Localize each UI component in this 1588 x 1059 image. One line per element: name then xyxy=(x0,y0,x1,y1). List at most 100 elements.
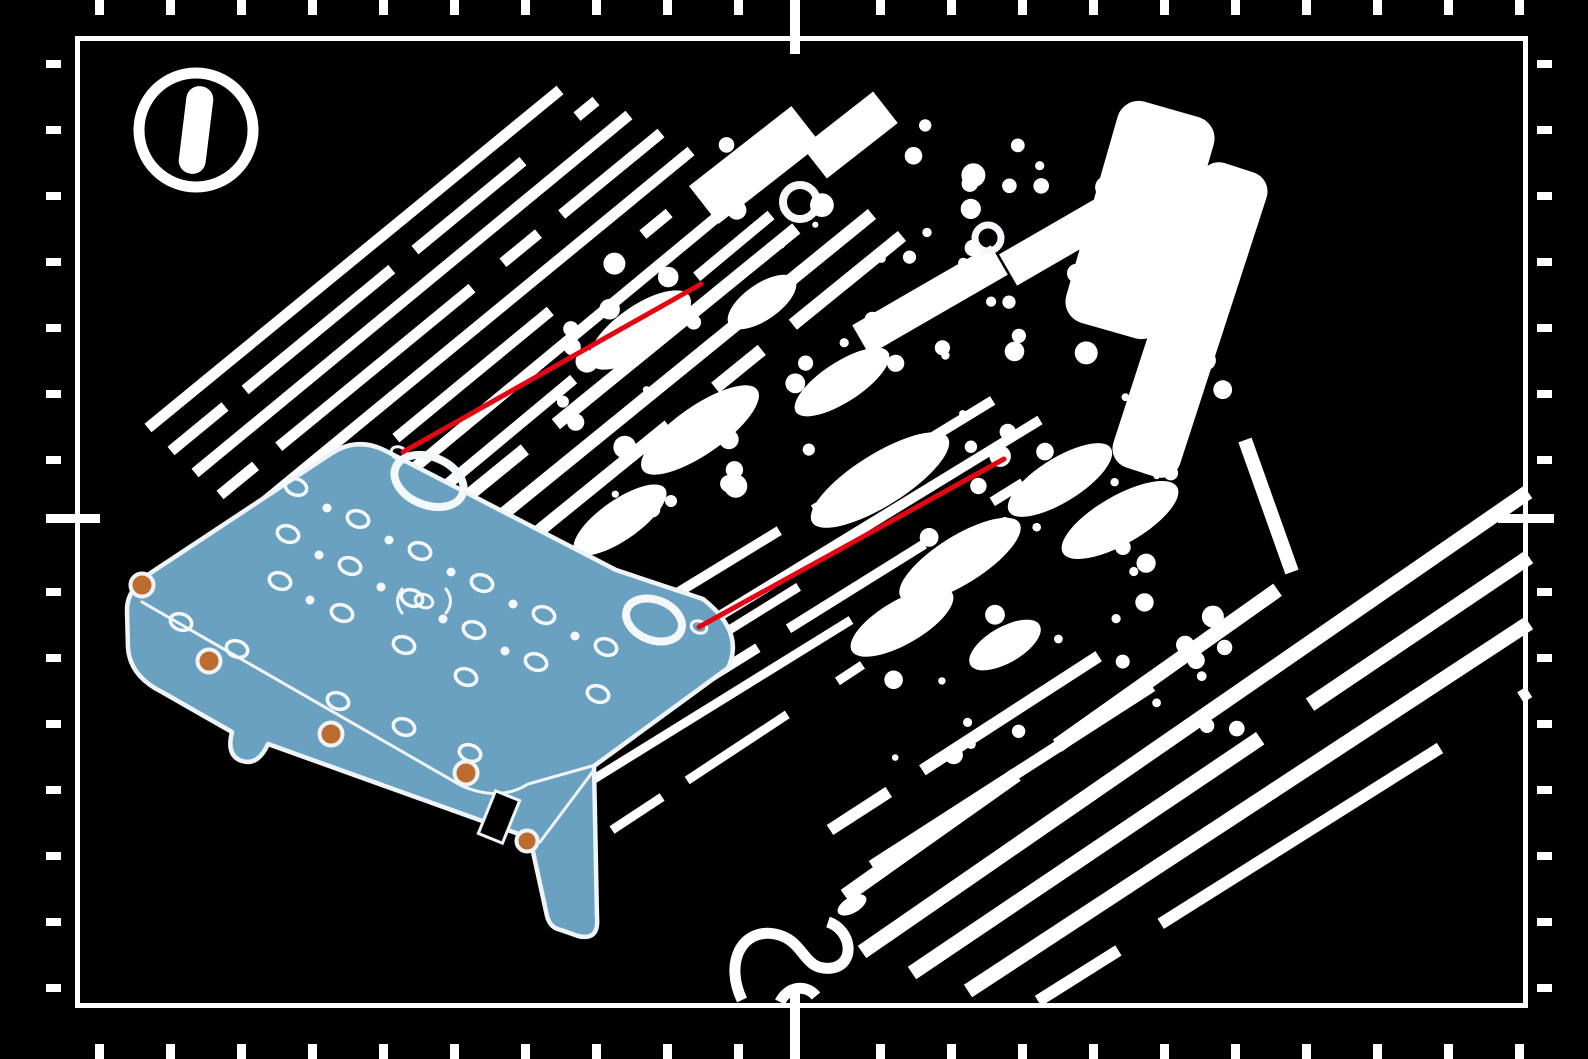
speckle-dot xyxy=(963,272,972,281)
tick-mark xyxy=(1537,324,1552,332)
speckle-dot xyxy=(1122,296,1149,323)
leader-line-2 xyxy=(696,456,1007,630)
tick-mark xyxy=(237,0,246,15)
leader-anchor-hole-1 xyxy=(389,445,409,461)
speckle-dot xyxy=(1002,295,1016,309)
fastener-icon xyxy=(195,647,223,675)
speckle-dot xyxy=(1231,242,1248,259)
speckle-dot xyxy=(887,354,905,372)
speckle-dot xyxy=(1142,223,1166,246)
speckle-dot xyxy=(964,239,982,257)
tick-mark xyxy=(1231,1044,1240,1059)
speckle-dot xyxy=(812,221,819,228)
speckle-dot xyxy=(785,373,806,394)
speckle-dot xyxy=(1035,161,1045,171)
tick-mark xyxy=(379,1044,388,1059)
speckle-dot xyxy=(720,475,738,493)
speckle-dot xyxy=(1199,718,1215,733)
speckle-dot xyxy=(970,477,987,495)
tick-mark xyxy=(790,986,800,1059)
hole-ring xyxy=(325,690,351,712)
tick-mark xyxy=(46,324,61,332)
tick-mark xyxy=(592,0,601,15)
tick-mark xyxy=(790,0,800,54)
tick-mark xyxy=(46,720,61,728)
speckle-dot xyxy=(902,250,917,264)
speckle-dot xyxy=(963,717,973,728)
hole-ring xyxy=(593,636,619,658)
speckle-dot xyxy=(1061,465,1074,477)
tick-mark xyxy=(1537,588,1552,596)
speckle-dot xyxy=(1095,176,1118,199)
tick-mark xyxy=(1537,390,1552,398)
speckle-dot xyxy=(960,198,981,219)
tick-mark xyxy=(1537,60,1552,68)
tick-mark xyxy=(734,0,743,15)
tick-mark xyxy=(947,0,956,15)
speckle-dot xyxy=(1213,380,1233,400)
hole-dot xyxy=(438,614,448,624)
hole-ring xyxy=(267,570,293,592)
speckle-dot xyxy=(1054,634,1063,644)
speckle-dot xyxy=(599,298,620,320)
bracket-hole-grid xyxy=(168,476,619,764)
tick-mark xyxy=(947,1044,956,1059)
tick-mark xyxy=(1089,0,1098,15)
bracket-center-mark xyxy=(396,587,452,615)
hole-ring xyxy=(523,651,549,673)
tick-mark xyxy=(46,258,61,266)
speckle-dot xyxy=(810,193,834,218)
hole-ring xyxy=(168,611,194,633)
speckle-dot xyxy=(751,294,762,305)
hole-ring xyxy=(345,508,371,530)
tick-mark xyxy=(521,0,530,15)
machine-hook-shape xyxy=(729,916,854,1005)
speckle-dot xyxy=(1136,553,1156,573)
speckle-dot xyxy=(1129,566,1139,577)
bracket-large-hole-2 xyxy=(622,594,686,646)
speckle-dot xyxy=(884,670,903,690)
speckle-dot xyxy=(1176,635,1195,654)
bracket-flange-edge xyxy=(538,768,596,844)
tick-mark xyxy=(46,654,61,662)
speckle-dot xyxy=(923,281,938,297)
speckle-dot xyxy=(941,351,950,360)
tick-mark xyxy=(1302,0,1311,15)
speckle-dot xyxy=(891,754,899,761)
speckle-dot xyxy=(643,501,661,518)
speckle-dot xyxy=(958,257,969,269)
speckle-dot xyxy=(556,395,569,408)
hole-dot xyxy=(508,599,518,609)
speckle-dot xyxy=(1032,522,1041,532)
tick-mark xyxy=(1089,1044,1098,1059)
speckle-dot xyxy=(1110,478,1119,487)
hole-dot xyxy=(322,503,332,513)
tick-mark xyxy=(46,456,61,464)
speckle-dot xyxy=(877,254,886,263)
speckle-dot xyxy=(1214,194,1227,207)
speckle-dot xyxy=(613,435,637,459)
hole-ring xyxy=(329,602,355,624)
tick-mark xyxy=(46,984,61,992)
speckle-dot xyxy=(1122,135,1131,144)
speckle-dot xyxy=(642,386,651,394)
speckle-dot xyxy=(1196,671,1207,682)
tick-mark xyxy=(1537,126,1552,134)
speckle-dot xyxy=(765,141,778,155)
tick-mark xyxy=(1537,852,1552,860)
speckle-dot xyxy=(1074,288,1086,299)
speckle-dot xyxy=(919,528,939,547)
speckle-dot xyxy=(719,429,739,450)
hole-ring xyxy=(453,666,479,688)
leader-anchor-hole-2 xyxy=(689,619,709,635)
speckle-dot xyxy=(697,411,706,421)
tick-mark xyxy=(1537,456,1552,464)
speckle-dot xyxy=(985,604,1005,625)
hole-ring xyxy=(275,523,301,545)
speckle-dot xyxy=(665,495,677,507)
hole-ring xyxy=(399,587,425,609)
step-badge xyxy=(133,67,259,193)
hole-dot xyxy=(384,535,394,545)
speckle-dot xyxy=(864,311,880,328)
tick-mark xyxy=(521,1044,530,1059)
